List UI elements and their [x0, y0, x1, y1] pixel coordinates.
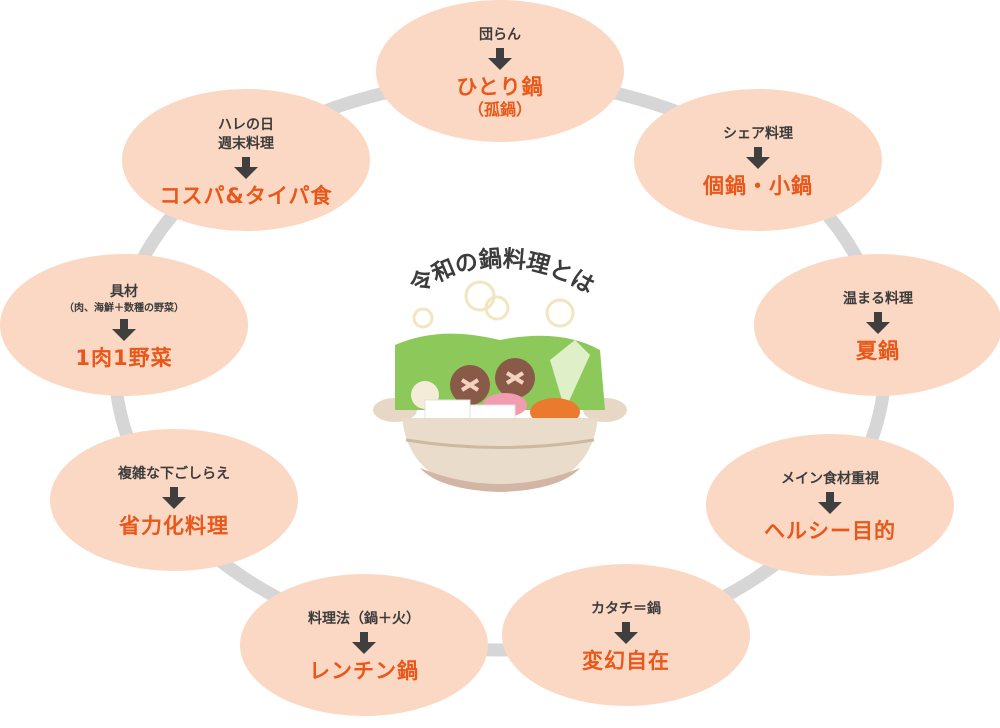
hotpot-illustration-icon	[373, 333, 627, 492]
node-before-label: シェア料理	[723, 126, 793, 142]
down-arrow-icon	[234, 156, 258, 179]
cycle-node: カタチ＝鍋変幻自在	[502, 564, 750, 706]
cycle-node: 団らんひとり鍋（孤鍋）	[376, 0, 624, 142]
node-before-label-line2: 週末料理	[218, 135, 274, 152]
down-arrow-icon	[488, 48, 512, 70]
node-before-label: カタチ＝鍋	[591, 601, 661, 617]
cycle-node: 温まる料理夏鍋	[754, 254, 1000, 396]
node-after-label: コスパ&タイパ食	[159, 183, 333, 208]
node-before-label: 料理法（鍋＋火）	[308, 611, 420, 627]
node-after-label: 夏鍋	[856, 339, 900, 363]
node-after-label: 変幻自在	[582, 649, 670, 673]
node-before-label: ハレの日	[218, 116, 274, 133]
cycle-node: ハレの日週末料理コスパ&タイパ食	[122, 89, 370, 231]
node-before-label: 団らん	[479, 27, 521, 43]
down-arrow-icon	[162, 487, 186, 509]
node-before-label: 具材	[110, 284, 138, 300]
cycle-node: 複雑な下ごしらえ省力化料理	[50, 429, 298, 571]
cycle-node: 料理法（鍋＋火） レンチン鍋	[240, 574, 488, 716]
cycle-node: 具材 （肉、海鮮＋数種の野菜） 1肉1野菜	[0, 254, 248, 396]
down-arrow-icon	[112, 319, 136, 341]
node-after-label: 個鍋・小鍋	[703, 174, 813, 198]
center-title-text: 令和の鍋料理とは	[405, 245, 598, 299]
node-after-label: 省力化料理	[119, 514, 229, 538]
node-after-label: レンチン鍋	[309, 659, 419, 683]
steam-icon	[412, 280, 575, 329]
cycle-node: メイン食材重視ヘルシー目的	[706, 434, 954, 576]
down-arrow-icon	[866, 312, 890, 334]
node-after-label: 1肉1野菜	[75, 346, 173, 370]
node-after-label: ひとり鍋	[456, 75, 544, 99]
node-before-label: 複雑な下ごしらえ	[118, 466, 230, 482]
down-arrow-icon	[352, 632, 376, 654]
down-arrow-icon	[614, 622, 638, 644]
node-after-sublabel: （孤鍋）	[467, 100, 532, 119]
down-arrow-icon	[746, 147, 770, 169]
node-before-label: メイン食材重視	[781, 471, 879, 487]
node-after-label: ヘルシー目的	[764, 519, 896, 543]
cycle-node: シェア料理個鍋・小鍋	[634, 89, 882, 231]
node-before-label: 温まる料理	[843, 291, 913, 307]
down-arrow-icon	[818, 492, 842, 514]
node-before-sublabel: （肉、海鮮＋数種の野菜）	[64, 303, 184, 314]
center-title: 令和の鍋料理とは	[405, 245, 598, 299]
